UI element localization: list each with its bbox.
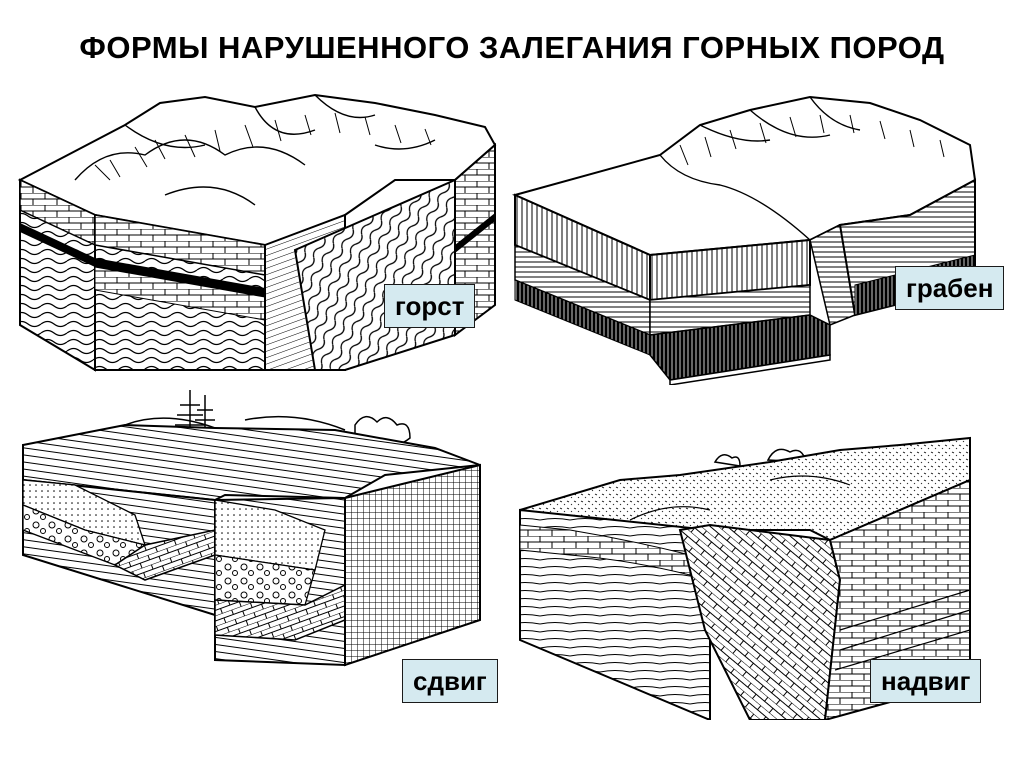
shear-label: сдвиг bbox=[402, 659, 498, 703]
graben-label: грабен bbox=[895, 266, 1005, 310]
horst-label: горст bbox=[384, 284, 476, 328]
thrust-block-diagram bbox=[519, 436, 971, 720]
graben-block-diagram bbox=[512, 95, 977, 385]
strike-slip-block-diagram bbox=[22, 390, 481, 667]
horst-block-diagram bbox=[17, 93, 497, 372]
thrust-label: надвиг bbox=[870, 659, 982, 703]
page-title: ФОРМЫ НАРУШЕННОГО ЗАЛЕГАНИЯ ГОРНЫХ ПОРОД bbox=[79, 30, 945, 65]
